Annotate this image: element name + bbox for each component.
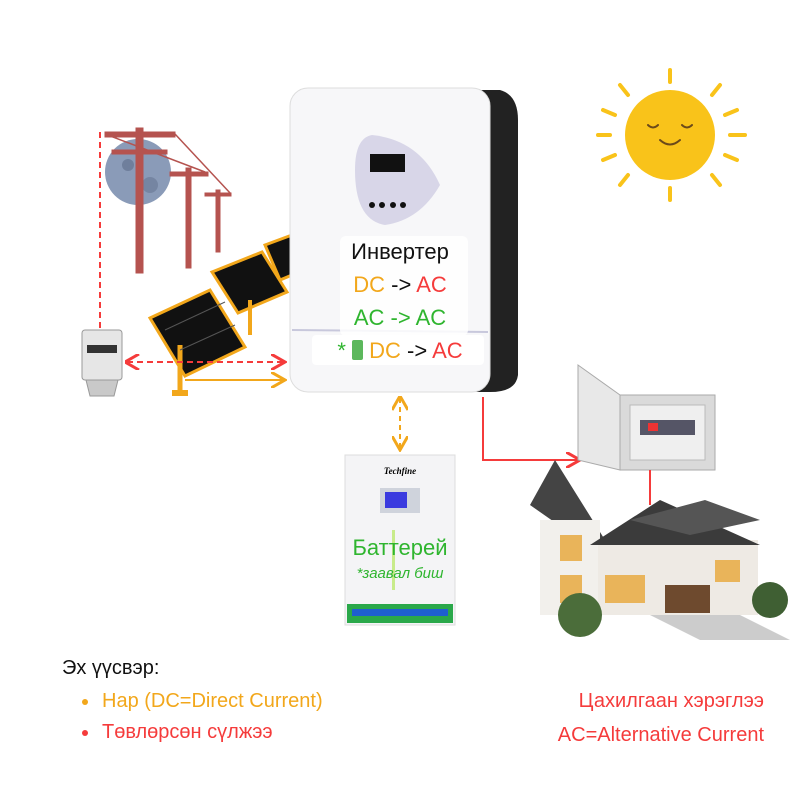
arrow: -> — [407, 338, 428, 363]
sun-icon — [596, 68, 747, 202]
from: DC — [369, 338, 401, 363]
sources-list: Нар (DC=Direct Current) Төвлөрсөн сүлжээ — [80, 690, 323, 752]
from: DC — [353, 272, 385, 297]
inverter-device — [289, 87, 518, 393]
source-grid: Төвлөрсөн сүлжээ — [80, 721, 323, 744]
inverter-row-ac-ac: AC -> AC — [0, 305, 800, 331]
battery-icon — [352, 340, 363, 360]
to: AC — [416, 272, 447, 297]
battery-title: Баттерей — [352, 535, 448, 560]
consumers-title: Цахилгаан хэрэглээ — [578, 690, 764, 712]
battery-brand: Techfine — [383, 466, 417, 476]
consumers-subtitle: AC=Alternative Current — [557, 724, 764, 746]
battery-device — [344, 454, 456, 626]
battery-note: *заавал биш — [356, 565, 444, 582]
house-icon — [530, 460, 790, 640]
inverter-row-battery: * DC -> AC — [0, 338, 800, 364]
asterisk: * — [337, 338, 346, 363]
power-pole-icon — [104, 127, 232, 274]
inverter-row-dc-ac: DC -> AC — [0, 272, 800, 298]
electric-meter-icon — [81, 329, 123, 397]
sources-heading: Эх үүсвэр: — [62, 657, 160, 679]
to: AC — [432, 338, 463, 363]
inverter-title: Инвертер — [351, 239, 449, 264]
to: AC — [415, 305, 447, 330]
distribution-box-icon — [577, 364, 716, 471]
from: AC — [353, 305, 385, 330]
arrow: -> — [391, 272, 412, 297]
arrow: -> — [390, 305, 411, 330]
source-solar: Нар (DC=Direct Current) — [80, 690, 323, 713]
